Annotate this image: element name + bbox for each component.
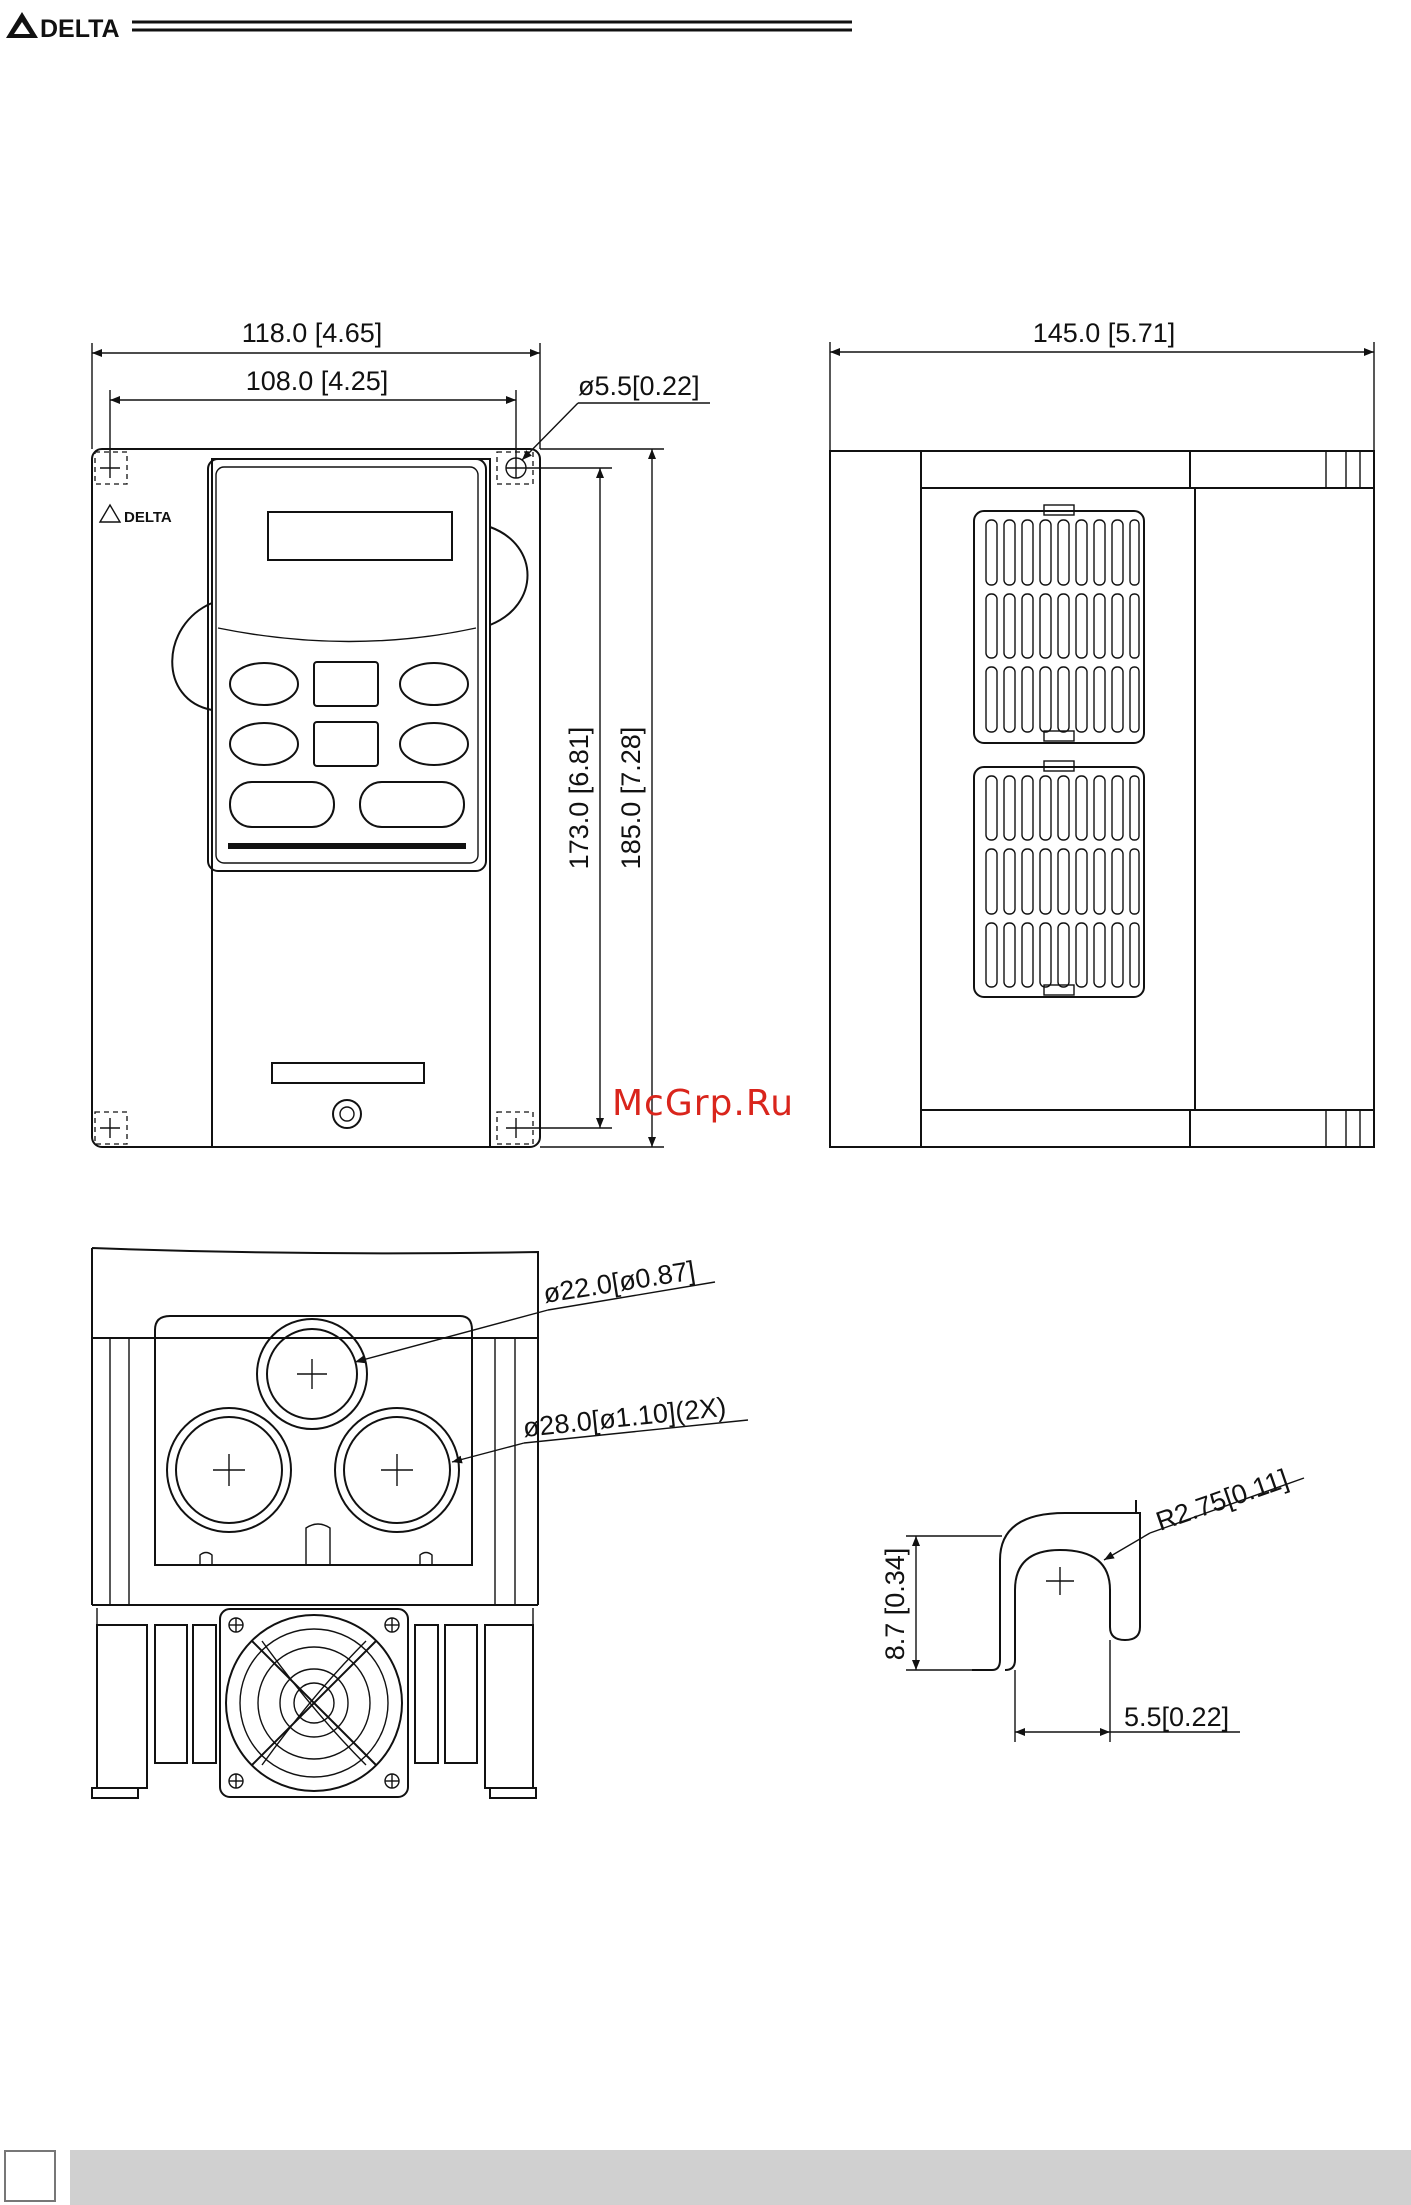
dim-radius: R2.75[0.11]	[1152, 1464, 1292, 1537]
delta-logo-icon	[6, 12, 38, 38]
dim-height-outer: 185.0 [7.28]	[616, 727, 646, 870]
bottom-view: ø22.0[ø0.87] ø28.0[ø1.10](2X)	[92, 1248, 748, 1798]
dim-small-hole: ø22.0[ø0.87]	[541, 1255, 697, 1309]
header: DELTA	[6, 12, 852, 43]
svg-text:DELTA: DELTA	[124, 509, 172, 526]
footer-bar	[70, 2150, 1411, 2205]
page-number-box	[4, 2150, 56, 2202]
dim-height-mount: 173.0 [6.81]	[564, 727, 594, 870]
dim-depth: 145.0 [5.71]	[1033, 318, 1176, 348]
cooling-fan-icon	[220, 1609, 408, 1797]
dim-large-holes: ø28.0[ø1.10](2X)	[521, 1392, 727, 1443]
front-logo: DELTA	[100, 505, 172, 526]
watermark: McGrp.Ru	[612, 1083, 794, 1124]
slot-detail: R2.75[0.11] 8.7 [0.34] 5.5[0.22]	[880, 1464, 1304, 1742]
side-view: 145.0 [5.71]	[830, 318, 1374, 1147]
front-view: DELTA 118.0 [4.6	[92, 318, 710, 1147]
vent-lower	[974, 761, 1144, 997]
dim-slot-height: 8.7 [0.34]	[880, 1548, 910, 1661]
dim-width-outer: 118.0 [4.65]	[242, 318, 383, 348]
dim-width-mount: 108.0 [4.25]	[246, 366, 389, 396]
dim-hole: ø5.5[0.22]	[578, 371, 700, 401]
vent-upper	[974, 505, 1144, 743]
keypad-icon	[208, 459, 486, 871]
header-brand: DELTA	[40, 15, 120, 43]
dim-slot-width: 5.5[0.22]	[1124, 1702, 1229, 1732]
